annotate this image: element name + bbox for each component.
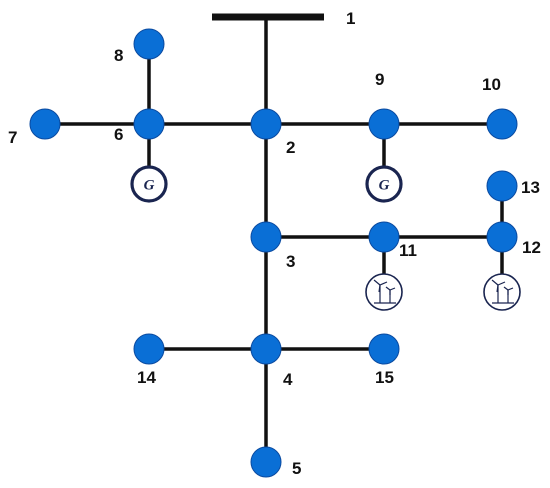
generator-icon: G xyxy=(365,165,403,203)
bus-label-3: 3 xyxy=(286,252,295,271)
bus-label-7: 7 xyxy=(8,128,17,147)
bus-node-7 xyxy=(29,108,61,140)
bus-label-1: 1 xyxy=(346,9,355,28)
bus-node-11 xyxy=(368,221,400,253)
bus-node-4 xyxy=(250,333,282,365)
bus-node-15 xyxy=(368,333,400,365)
generator-icon: G xyxy=(130,165,168,203)
bus-label-2: 2 xyxy=(286,138,295,157)
wind-turbine-icon xyxy=(483,273,521,311)
bus-label-9: 9 xyxy=(375,70,384,89)
bus-label-8: 8 xyxy=(114,46,123,65)
generator-label: G xyxy=(379,178,390,194)
bus-node-8 xyxy=(133,28,165,60)
bus-nodes xyxy=(29,28,518,478)
bus-node-13 xyxy=(486,170,518,202)
bus-node-2 xyxy=(250,108,282,140)
bus-label-15: 15 xyxy=(375,368,394,387)
bus-node-14 xyxy=(133,333,165,365)
bus-label-4: 4 xyxy=(283,370,293,389)
bus-node-10 xyxy=(486,108,518,140)
bus-node-5 xyxy=(250,446,282,478)
bus-node-9 xyxy=(368,108,400,140)
bus-label-14: 14 xyxy=(137,368,156,387)
bus-label-11: 11 xyxy=(399,241,417,260)
generator-label: G xyxy=(144,178,155,194)
bus-label-12: 12 xyxy=(522,238,541,257)
bus-label-5: 5 xyxy=(292,459,301,478)
bus-node-12 xyxy=(486,221,518,253)
wind-turbine-icon xyxy=(365,273,403,311)
bus-node-3 xyxy=(250,221,282,253)
bus-label-10: 10 xyxy=(482,75,501,94)
bus-label-6: 6 xyxy=(114,125,123,144)
bus-labels: 1 2 3 4 5 6 7 8 9 10 11 12 13 14 15 xyxy=(8,9,541,478)
bus-label-13: 13 xyxy=(521,178,540,197)
bus-node-6 xyxy=(133,108,165,140)
